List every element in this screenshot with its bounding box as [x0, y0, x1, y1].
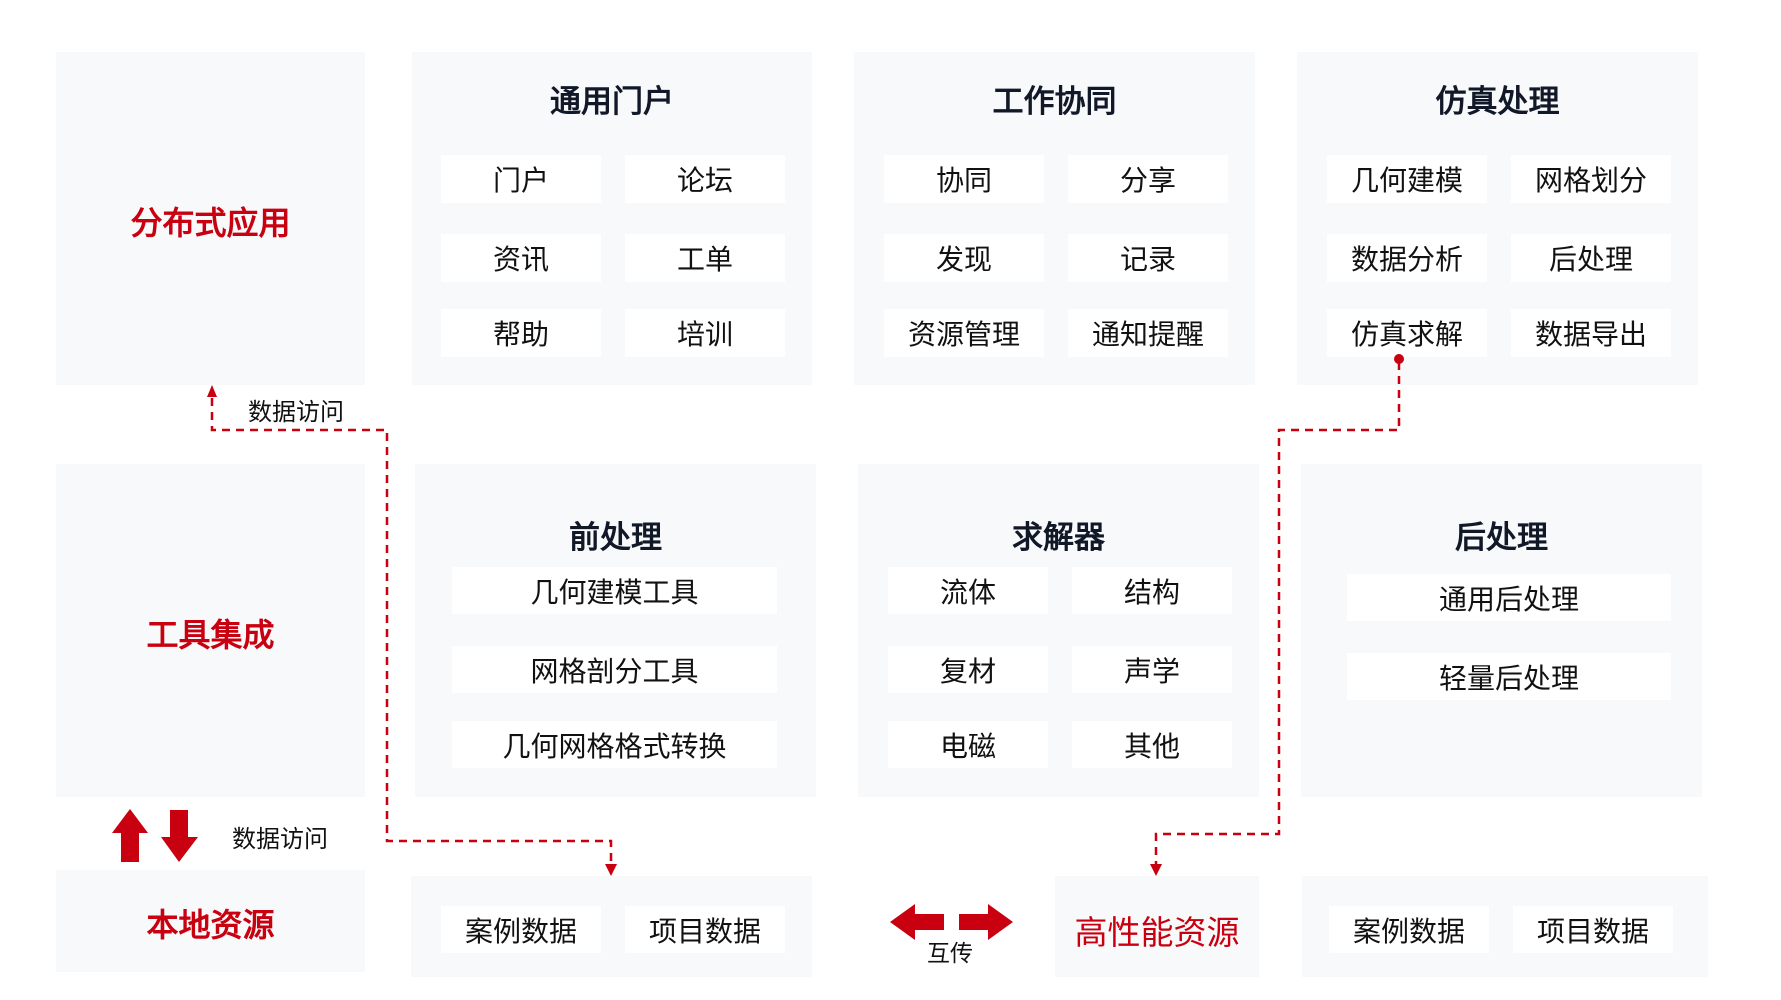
simulation-item[interactable]: 数据分析	[1327, 234, 1487, 282]
preprocessing-title: 前处理	[569, 520, 662, 556]
portal-title: 通用门户	[550, 84, 674, 120]
portal-item[interactable]: 资讯	[441, 234, 601, 282]
remote-data-panel: 案例数据 项目数据	[1302, 876, 1708, 977]
postprocessing-item[interactable]: 轻量后处理	[1347, 653, 1671, 700]
portal-item[interactable]: 工单	[625, 234, 785, 282]
postprocessing-title: 后处理	[1455, 520, 1548, 556]
solver-item[interactable]: 结构	[1072, 567, 1232, 614]
collaboration-item[interactable]: 资源管理	[884, 309, 1044, 357]
solver-panel: 求解器 流体 结构 复材 声学 电磁 其他	[858, 464, 1259, 797]
local-data-item[interactable]: 项目数据	[625, 906, 785, 953]
simulation-item[interactable]: 数据导出	[1511, 309, 1671, 357]
tool-integration-label: 工具集成	[146, 616, 275, 654]
solver-item[interactable]: 其他	[1072, 721, 1232, 768]
local-resources-label: 本地资源	[146, 906, 275, 944]
simulation-title: 仿真处理	[1435, 84, 1560, 120]
preprocessing-item[interactable]: 几何网格格式转换	[452, 721, 777, 768]
simulation-item[interactable]: 网格划分	[1511, 155, 1671, 203]
collaboration-panel: 工作协同 协同 分享 发现 记录 资源管理 通知提醒	[854, 52, 1255, 385]
collaboration-item[interactable]: 分享	[1068, 155, 1228, 203]
collaboration-item[interactable]: 记录	[1068, 234, 1228, 282]
simulation-item[interactable]: 后处理	[1511, 234, 1671, 282]
postprocessing-panel: 后处理 通用后处理 轻量后处理	[1301, 464, 1702, 797]
collaboration-title: 工作协同	[992, 84, 1117, 120]
data-access-label-bottom: 数据访问	[232, 825, 328, 853]
simulation-item[interactable]: 仿真求解	[1327, 309, 1487, 357]
portal-item[interactable]: 门户	[441, 155, 601, 203]
data-access-label-top: 数据访问	[248, 398, 344, 426]
remote-data-item[interactable]: 案例数据	[1329, 906, 1489, 953]
local-data-item[interactable]: 案例数据	[441, 906, 601, 953]
tool-integration-panel: 工具集成	[56, 464, 365, 797]
solver-item[interactable]: 复材	[888, 646, 1048, 693]
preprocessing-item[interactable]: 几何建模工具	[452, 567, 777, 614]
arrow-down-icon	[161, 810, 198, 862]
portal-item[interactable]: 培训	[625, 309, 785, 357]
postprocessing-item[interactable]: 通用后处理	[1347, 574, 1671, 621]
simulation-item[interactable]: 几何建模	[1327, 155, 1487, 203]
solver-item[interactable]: 流体	[888, 567, 1048, 614]
solver-title: 求解器	[1012, 520, 1105, 556]
distributed-apps-label: 分布式应用	[130, 204, 291, 242]
solver-item[interactable]: 电磁	[888, 721, 1048, 768]
collaboration-item[interactable]: 通知提醒	[1068, 309, 1228, 357]
local-data-panel: 案例数据 项目数据	[411, 876, 812, 977]
solver-item[interactable]: 声学	[1072, 646, 1232, 693]
collaboration-item[interactable]: 发现	[884, 234, 1044, 282]
distributed-apps-panel: 分布式应用	[56, 52, 365, 385]
portal-item[interactable]: 论坛	[625, 155, 785, 203]
arrow-up-icon	[112, 809, 148, 862]
simulation-panel: 仿真处理 几何建模 网格划分 数据分析 后处理 仿真求解 数据导出	[1297, 52, 1698, 385]
remote-data-item[interactable]: 项目数据	[1513, 906, 1673, 953]
portal-panel: 通用门户 门户 论坛 资讯 工单 帮助 培训	[412, 52, 812, 385]
preprocessing-item[interactable]: 网格剖分工具	[452, 646, 777, 693]
arrow-up-icon	[207, 385, 217, 397]
hpc-label: 高性能资源	[1074, 913, 1240, 952]
preprocessing-panel: 前处理 几何建模工具 网格剖分工具 几何网格格式转换	[415, 464, 816, 797]
arrow-down-icon	[1150, 864, 1162, 876]
collaboration-item[interactable]: 协同	[884, 155, 1044, 203]
arrow-down-icon	[605, 864, 617, 876]
transfer-label: 互传	[927, 941, 973, 967]
portal-item[interactable]: 帮助	[441, 309, 601, 357]
local-resources-panel: 本地资源	[56, 870, 365, 972]
hpc-panel: 高性能资源	[1055, 876, 1259, 977]
